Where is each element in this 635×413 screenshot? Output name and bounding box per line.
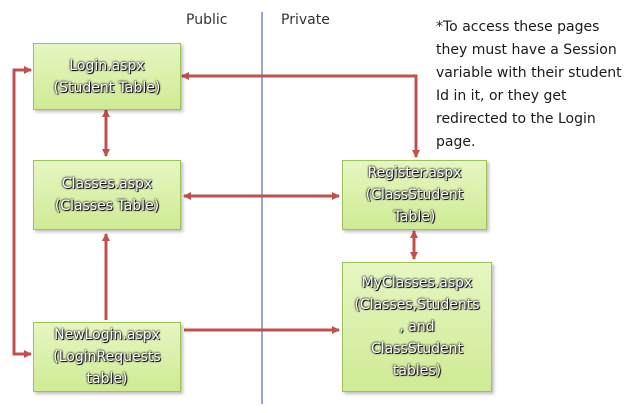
myclasses-box-table-3: ClassStudent — [371, 341, 463, 357]
classes-box: Classes.aspx (Classes Table) — [33, 160, 181, 230]
register-box: Register.aspx (ClassStudent Table) — [342, 160, 487, 230]
register-box-table-2: Table) — [393, 209, 436, 225]
newlogin-box: NewLogin.aspx (LoginRequests table) — [33, 322, 181, 392]
myclasses-box: MyClasses.aspx (Classes,Students , and C… — [342, 262, 492, 392]
classes-box-table: (Classes Table) — [54, 198, 160, 214]
private-header: Private — [281, 12, 330, 28]
arrow-login-register — [181, 72, 420, 158]
login-box-table: (Student Table) — [53, 79, 161, 96]
myclasses-box-title: MyClasses.aspx — [361, 275, 473, 291]
myclasses-box-table-1: (Classes,Students — [354, 297, 480, 313]
login-box: Login.aspx (Student Table) — [33, 43, 181, 110]
access-note: *To access these pages they must have a … — [436, 19, 622, 150]
public-header: Public — [186, 12, 228, 28]
register-box-title: Register.aspx — [367, 165, 462, 181]
login-box-title: Login.aspx — [69, 57, 145, 74]
register-box-table-1: (ClassStudent — [365, 187, 464, 203]
myclasses-box-table-4: tables) — [392, 363, 442, 379]
newlogin-box-table-1: (LoginRequests — [53, 349, 161, 365]
newlogin-box-title: NewLogin.aspx — [54, 327, 160, 343]
newlogin-box-table-2: table) — [86, 371, 128, 387]
classes-box-title: Classes.aspx — [61, 176, 153, 192]
myclasses-box-table-2: , and — [399, 319, 435, 335]
arrow-login-newlogin-loop — [12, 66, 32, 358]
